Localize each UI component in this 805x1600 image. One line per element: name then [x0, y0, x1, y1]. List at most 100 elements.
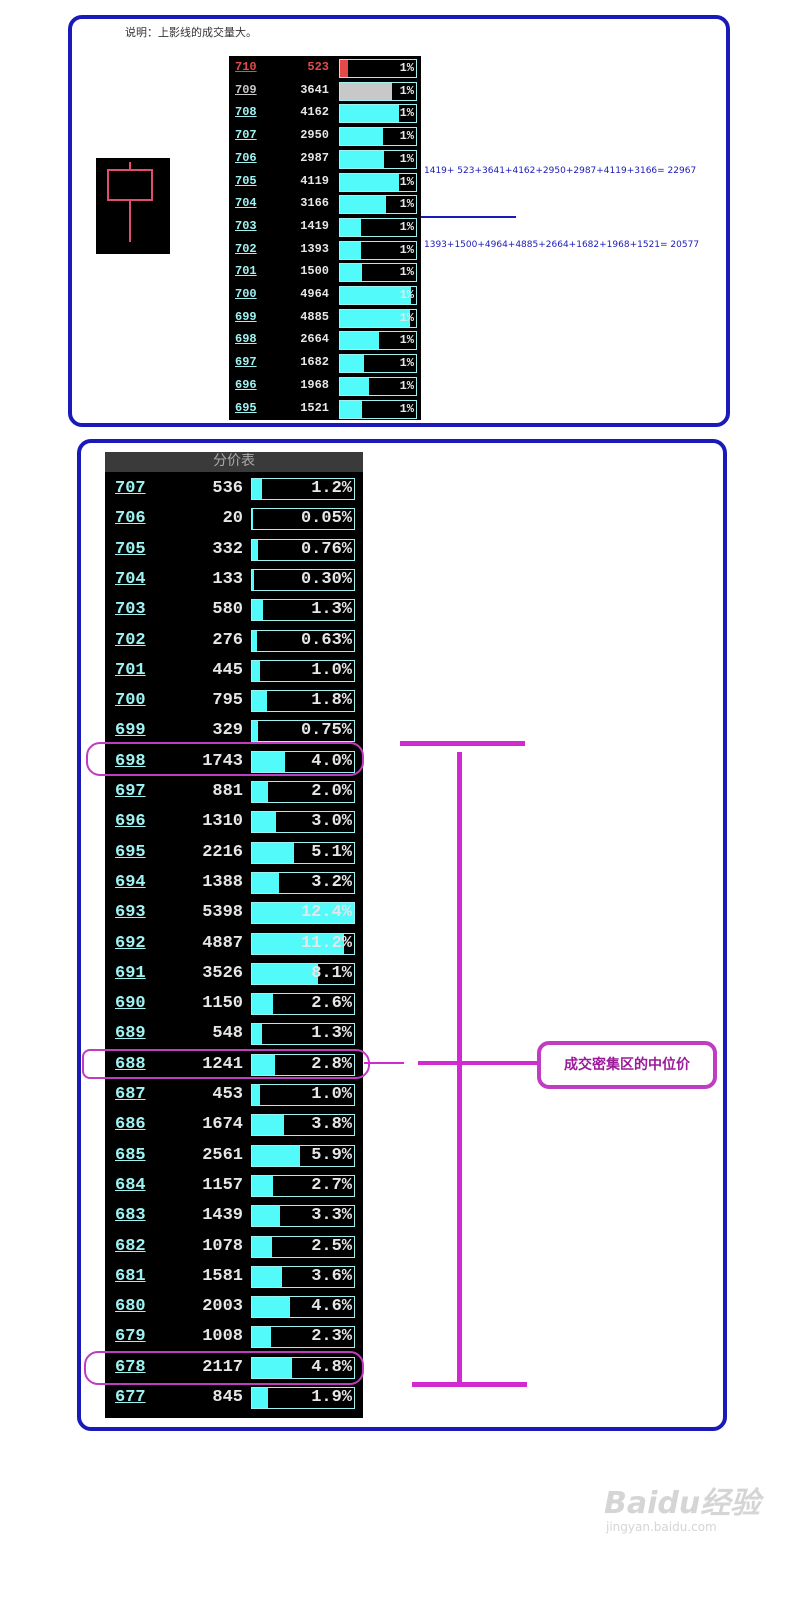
volume-cell: 2216	[202, 842, 243, 862]
volume-bar: 1.2%	[251, 478, 355, 500]
percent-cell: 2.8%	[311, 1054, 352, 1074]
price-cell: 704	[235, 196, 257, 211]
percent-cell: 3.8%	[311, 1115, 352, 1135]
volume-bar-fill	[252, 1388, 269, 1408]
volume-bar-fill	[252, 1024, 263, 1045]
volume-bar: 2.3%	[251, 1326, 355, 1349]
volume-bar: 4.6%	[251, 1296, 355, 1319]
highlight-698	[86, 742, 364, 776]
volume-bar-fill	[252, 1357, 292, 1378]
percent-cell: 1%	[399, 310, 414, 325]
volume-bar-fill	[340, 241, 361, 259]
table-row: 698 2664 1%	[229, 329, 421, 352]
percent-cell: 1%	[399, 242, 414, 257]
price-cell: 694	[115, 872, 146, 892]
price-cell: 698	[235, 332, 257, 347]
volume-bar: 3.2%	[251, 871, 355, 894]
price-cell: 683	[115, 1206, 146, 1226]
volume-bar: 11.2%	[251, 932, 355, 955]
volume-cell: 523	[307, 60, 329, 74]
percent-cell: 12.4%	[300, 903, 352, 923]
volume-bar: 3.6%	[251, 1265, 355, 1288]
volume-bar: 1%	[339, 240, 417, 260]
price-cell: 699	[115, 721, 146, 741]
volume-bar-fill	[340, 128, 384, 146]
price-cell: 706	[115, 509, 146, 529]
volume-cell: 3526	[202, 963, 243, 983]
percent-cell: 3.0%	[311, 812, 352, 832]
volume-bar-fill	[252, 963, 319, 984]
volume-cell: 845	[212, 1388, 243, 1407]
volume-bar-fill	[340, 150, 385, 168]
volume-bar: 1.9%	[251, 1387, 355, 1409]
price-cell: 703	[235, 218, 257, 233]
watermark-brand: Baidu经验	[604, 1486, 761, 1521]
price-cell: 699	[235, 309, 257, 324]
volume-bar: 2.6%	[251, 993, 355, 1016]
percent-cell: 1%	[399, 151, 414, 166]
volume-cell: 3166	[300, 196, 329, 211]
volume-bar: 3.0%	[251, 811, 355, 834]
volume-bar: 2.8%	[251, 1053, 355, 1076]
volume-bar-fill	[252, 721, 259, 742]
volume-bar: 1.0%	[251, 659, 355, 682]
percent-cell: 2.6%	[311, 994, 352, 1014]
volume-bar-fill	[340, 60, 348, 77]
volume-cell: 2664	[300, 332, 329, 347]
percent-cell: 2.3%	[311, 1327, 352, 1347]
price-cell: 685	[115, 1145, 146, 1165]
percent-cell: 1%	[399, 356, 414, 371]
percent-cell: 1.3%	[311, 1024, 352, 1044]
percent-cell: 1%	[399, 333, 414, 348]
volume-cell: 1743	[202, 751, 243, 771]
price-cell: 697	[235, 355, 257, 370]
volume-bar: 1.8%	[251, 690, 355, 713]
percent-cell: 1%	[399, 401, 414, 416]
percent-cell: 1.0%	[311, 1085, 352, 1104]
percent-cell: 0.76%	[300, 539, 352, 559]
volume-cell: 2950	[300, 128, 329, 143]
price-cell: 692	[115, 933, 146, 953]
volume-bar: 1%	[339, 308, 417, 328]
volume-bar-fill	[252, 751, 285, 772]
volume-bar: 0.30%	[251, 568, 355, 591]
volume-bar: 1%	[339, 195, 417, 215]
highlight-688	[82, 1049, 370, 1079]
percent-cell: 1.3%	[311, 600, 352, 620]
volume-cell: 2987	[300, 150, 329, 165]
percent-cell: 1%	[399, 219, 414, 234]
volume-bar-fill	[252, 903, 354, 924]
price-cell: 705	[115, 539, 146, 559]
volume-cell: 1310	[202, 812, 243, 832]
percent-cell: 2.0%	[311, 782, 352, 801]
volume-cell: 4119	[300, 173, 329, 188]
price-cell: 695	[235, 400, 257, 415]
price-cell: 696	[115, 812, 146, 832]
volume-bar-fill	[252, 994, 274, 1015]
volume-cell: 332	[212, 539, 243, 559]
volume-bar: 4.8%	[251, 1356, 355, 1379]
volume-cell: 20	[222, 509, 243, 529]
volume-bar: 1%	[339, 376, 417, 396]
percent-cell: 1.0%	[311, 660, 352, 680]
volume-bar-fill	[252, 1266, 282, 1287]
volume-bar: 0.63%	[251, 629, 355, 652]
percent-cell: 4.0%	[311, 751, 352, 771]
percent-cell: 1.8%	[311, 691, 352, 711]
volume-bar-fill	[252, 1145, 300, 1166]
volume-bar: 1.3%	[251, 599, 355, 622]
